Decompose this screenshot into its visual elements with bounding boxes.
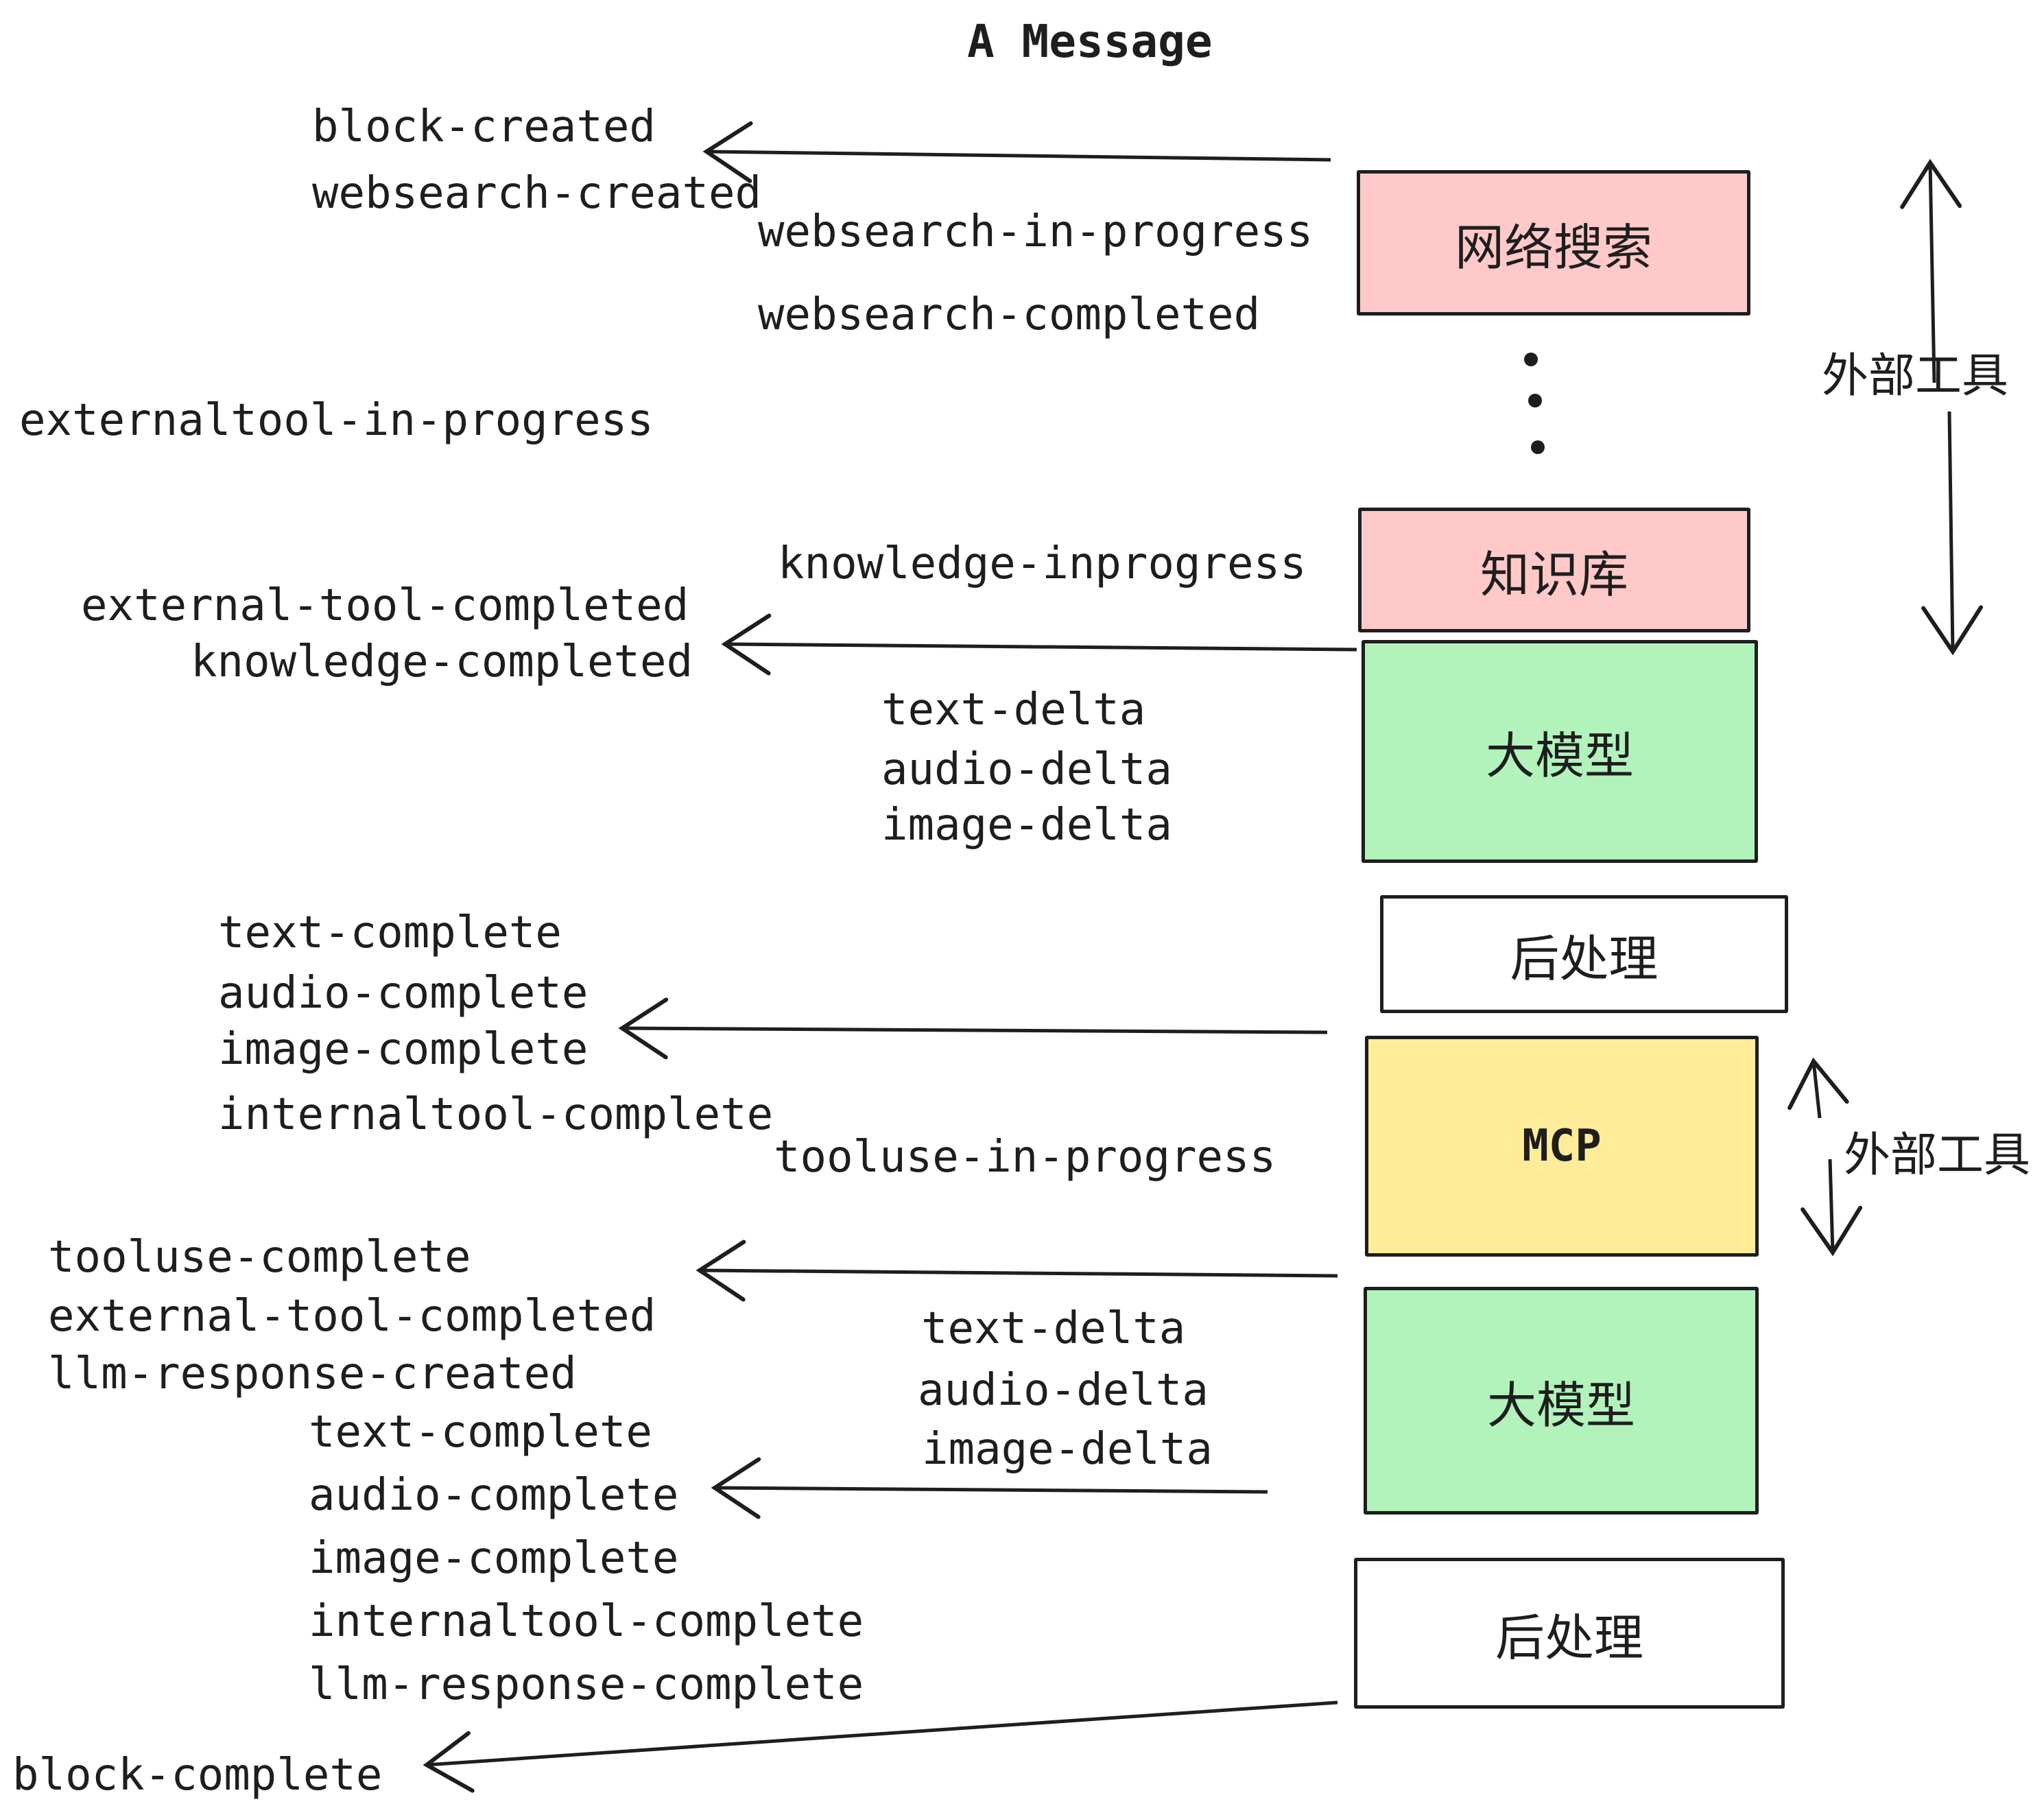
process-box-label: 大模型 bbox=[1485, 727, 1634, 785]
process-box-label: 网络搜索 bbox=[1454, 218, 1652, 276]
event-label-externaltool-in-progress: externaltool-in-progress bbox=[19, 395, 654, 446]
ellipsis-dot-2 bbox=[1528, 394, 1542, 407]
external-tool-down-arrow-1 bbox=[1921, 411, 1984, 656]
process-box-label: 后处理 bbox=[1495, 1609, 1643, 1667]
arrow-to-block-complete bbox=[423, 1700, 1338, 1793]
event-label-block-complete: block-complete bbox=[12, 1750, 383, 1801]
arrow-to-image-complete-1 bbox=[618, 997, 1328, 1060]
process-box-2: 知识库 bbox=[1358, 508, 1750, 632]
external-tool-up-arrow-2 bbox=[1787, 1057, 1849, 1119]
event-label-websearch-created: websearch-created bbox=[312, 168, 762, 219]
diagram-title: A Message bbox=[967, 15, 1213, 68]
event-label-internaltool-complete: internaltool-complete bbox=[309, 1596, 864, 1647]
process-box-3: 大模型 bbox=[1362, 640, 1758, 863]
event-label-image-complete: image-complete bbox=[309, 1533, 679, 1584]
event-label-text-delta: text-delta bbox=[881, 685, 1146, 735]
process-box-1: 网络搜索 bbox=[1357, 170, 1750, 316]
process-box-6: 大模型 bbox=[1364, 1287, 1759, 1515]
event-label-knowledge-completed: knowledge-completed bbox=[191, 637, 693, 687]
event-label-text-complete: text-complete bbox=[309, 1407, 652, 1458]
event-label-audio-complete: audio-complete bbox=[309, 1470, 679, 1521]
event-label-external-tool-completed: external-tool-completed bbox=[81, 580, 689, 631]
event-label-knowledge-inprogress: knowledge-inprogress bbox=[778, 538, 1307, 589]
event-label-audio-delta: audio-delta bbox=[881, 744, 1172, 795]
process-box-label: MCP bbox=[1522, 1121, 1602, 1172]
event-label-image-delta: image-delta bbox=[922, 1424, 1213, 1475]
external-tool-down-arrow-2 bbox=[1801, 1159, 1863, 1257]
ellipsis-dot-1 bbox=[1524, 353, 1538, 366]
event-label-websearch-completed: websearch-completed bbox=[758, 289, 1261, 340]
event-label-text-delta: text-delta bbox=[921, 1303, 1186, 1354]
event-label-tooluse-complete: tooluse-complete bbox=[48, 1232, 471, 1283]
process-box-7: 后处理 bbox=[1354, 1558, 1785, 1709]
event-label-llm-response-created: llm-response-created bbox=[48, 1349, 577, 1399]
arrow-to-block-created bbox=[702, 121, 1331, 183]
process-box-label: 大模型 bbox=[1486, 1376, 1635, 1434]
arrow-to-tooluse-complete bbox=[696, 1239, 1338, 1302]
event-label-external-tool-completed: external-tool-completed bbox=[48, 1291, 656, 1342]
event-label-audio-complete: audio-complete bbox=[218, 968, 589, 1019]
process-box-5: MCP bbox=[1365, 1036, 1759, 1257]
side-label-external-tools-2: 外部工具 bbox=[1844, 1128, 2031, 1183]
event-label-websearch-in-progress: websearch-in-progress bbox=[758, 206, 1314, 257]
event-label-text-complete: text-complete bbox=[218, 907, 562, 958]
event-label-tooluse-in-progress: tooluse-in-progress bbox=[774, 1132, 1276, 1183]
event-label-internaltool-complete: internaltool-complete bbox=[218, 1089, 774, 1140]
process-box-label: 后处理 bbox=[1510, 929, 1659, 988]
side-label-external-tools-1: 外部工具 bbox=[1822, 349, 2009, 403]
event-label-image-delta: image-delta bbox=[881, 800, 1172, 851]
event-label-block-created: block-created bbox=[312, 102, 656, 152]
arrow-to-audio-complete-2 bbox=[711, 1457, 1268, 1519]
event-label-llm-response-complete: llm-response-complete bbox=[309, 1659, 864, 1710]
process-box-4: 后处理 bbox=[1380, 895, 1788, 1013]
arrow-to-knowledge-completed bbox=[721, 613, 1357, 676]
ellipsis-dot-3 bbox=[1531, 440, 1545, 454]
event-label-image-complete: image-complete bbox=[218, 1024, 589, 1075]
process-box-label: 知识库 bbox=[1479, 545, 1628, 604]
event-label-audio-delta: audio-delta bbox=[918, 1365, 1209, 1416]
